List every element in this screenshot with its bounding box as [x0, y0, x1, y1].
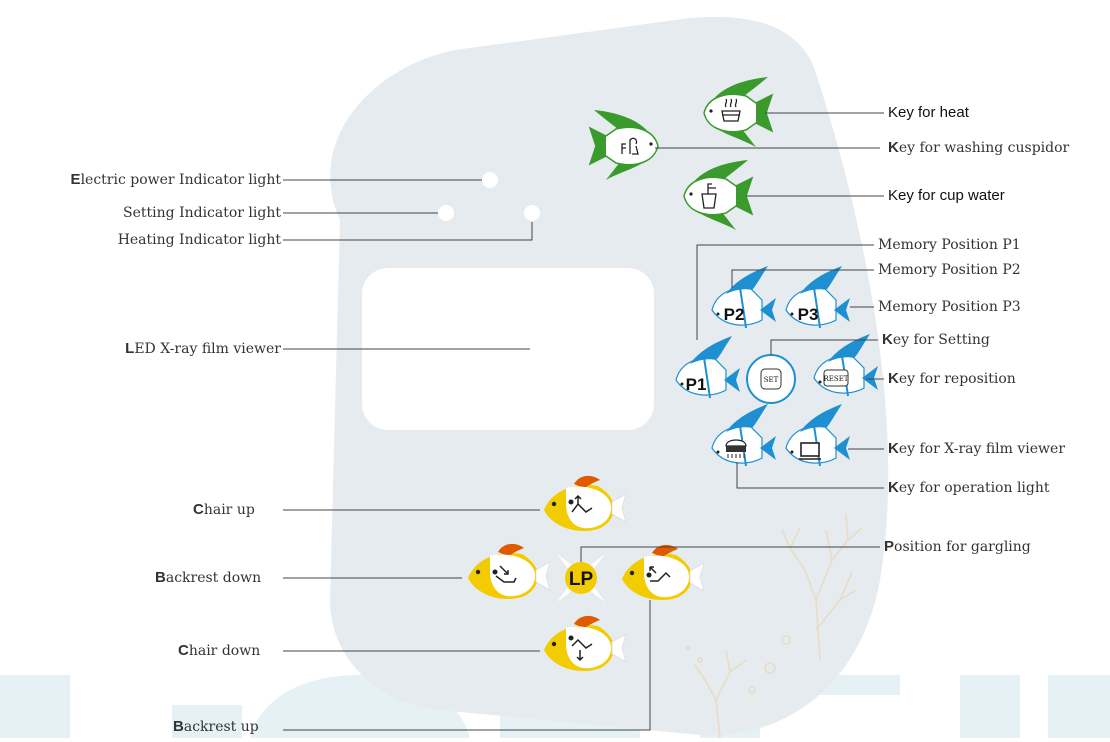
coral-decoration: [685, 514, 863, 739]
label-key-for-setting: Key for Setting: [882, 331, 990, 349]
label-rest: hair up: [203, 502, 255, 518]
label-key-for-reposition: Key for reposition: [888, 370, 1016, 388]
label-rest: ey for washing cuspidor: [898, 140, 1070, 156]
label-key-for-heat: Key for heat: [888, 104, 969, 121]
label-rest: ackrest up: [183, 719, 259, 735]
label-cap: K: [888, 440, 899, 457]
label-cap: P: [884, 538, 895, 555]
operation-light-key[interactable]: [711, 403, 777, 467]
heating-indicator-light: [524, 205, 540, 221]
cuspidor-icon: [621, 137, 639, 155]
chair-down-icon: [568, 635, 593, 662]
memory-position-p1-key[interactable]: P1: [675, 335, 741, 399]
label-heating-indicator: Heating Indicator light: [117, 232, 281, 248]
label-chair-down: Chair down: [178, 642, 261, 660]
backrest-up-icon: [646, 566, 671, 582]
label-cap: K: [888, 370, 899, 387]
chair-up-icon: [568, 494, 593, 513]
label-key-for-cup-water: Key for cup water: [888, 187, 1005, 204]
backrest-down-icon: [492, 565, 517, 583]
leader-lines: [283, 112, 884, 731]
key-label-p1: P1: [686, 375, 707, 394]
label-setting-indicator: Setting Indicator light: [123, 205, 281, 221]
label-cap: E: [70, 171, 81, 188]
backrest-down-key[interactable]: [467, 543, 551, 600]
position-gargling-key[interactable]: LP: [557, 554, 605, 602]
label-rest: ey for Setting: [892, 332, 990, 348]
label-rest: lectric power Indicator light: [80, 172, 281, 188]
label-cap: C: [178, 642, 189, 659]
label-chair-up: Chair up: [193, 501, 255, 519]
memory-position-p2-key[interactable]: P2: [711, 265, 777, 329]
key-label-p3: P3: [798, 305, 819, 324]
label-memory-position-p3: Memory Position P3: [878, 299, 1021, 315]
setting-indicator-light: [438, 205, 454, 221]
key-label-set: SET: [764, 376, 779, 384]
cup-water-key[interactable]: [683, 159, 753, 231]
label-backrest-down: Backrest down: [155, 569, 262, 587]
label-rest: ey for operation light: [898, 480, 1050, 496]
backrest-up-key[interactable]: [621, 544, 705, 601]
chair-up-key[interactable]: [543, 475, 627, 532]
label-rest: hair down: [188, 643, 261, 659]
heat-icon: [721, 98, 741, 122]
memory-position-p3-key[interactable]: P3: [785, 265, 851, 329]
label-key-for-xray-film-viewer: Key for X-ray film viewer: [888, 440, 1066, 458]
label-key-for-operation-light: Key for operation light: [888, 479, 1050, 497]
label-rest: ED X-ray film viewer: [134, 341, 281, 357]
xray-film-viewer-key[interactable]: [785, 403, 851, 467]
label-rest: ey for reposition: [898, 371, 1016, 387]
label-cap: B: [173, 718, 184, 735]
chair-down-key[interactable]: [543, 615, 627, 672]
key-label-p2: P2: [724, 305, 745, 324]
label-cap: K: [882, 331, 893, 348]
label-rest: ey for X-ray film viewer: [898, 441, 1066, 457]
key-label-lp: LP: [569, 569, 594, 590]
cup-water-icon: [701, 183, 717, 209]
washing-cuspidor-key[interactable]: [589, 109, 659, 181]
operation-light-icon: [725, 439, 747, 458]
label-memory-position-p1: Memory Position P1: [878, 237, 1021, 253]
label-key-for-washing-cuspidor: Key for washing cuspidor: [888, 139, 1070, 157]
label-cap: B: [155, 569, 166, 586]
label-position-for-gargling: Position for gargling: [884, 538, 1031, 556]
label-backrest-up: Backrest up: [173, 718, 259, 736]
reset-key[interactable]: RESET: [813, 333, 879, 397]
label-electric-power-indicator: Electric power Indicator light: [70, 171, 281, 189]
label-rest: ackrest down: [165, 570, 262, 586]
label-cap: K: [888, 479, 899, 496]
label-cap: L: [125, 340, 135, 357]
label-rest: osition for gargling: [894, 539, 1031, 555]
label-cap: K: [888, 139, 899, 156]
heat-key[interactable]: [703, 76, 773, 148]
label-memory-position-p2: Memory Position P2: [878, 262, 1021, 278]
key-label-reset: RESET: [824, 375, 849, 383]
label-cap: C: [193, 501, 204, 518]
film-viewer-icon: [799, 442, 821, 460]
electric-power-indicator-light: [482, 172, 498, 188]
set-key[interactable]: SET: [746, 354, 796, 404]
label-led-xray-film-viewer: LED X-ray film viewer: [125, 340, 281, 358]
